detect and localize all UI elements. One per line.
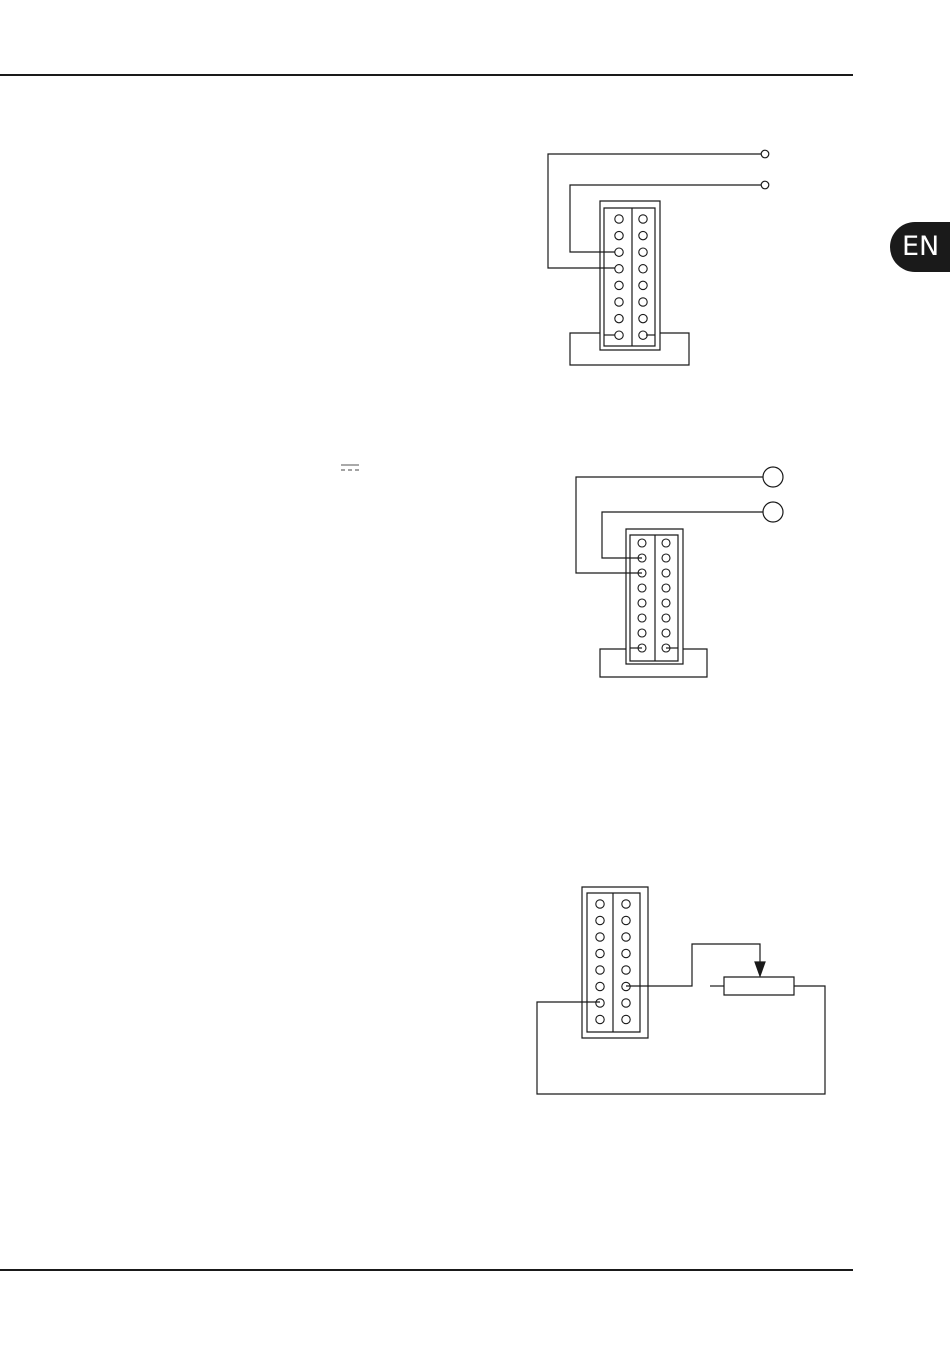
terminal-pin	[639, 248, 647, 256]
terminal-pin	[639, 231, 647, 239]
terminal-wiring-two-contacts	[576, 467, 783, 677]
terminal-pin	[639, 215, 647, 223]
terminal-pin	[639, 331, 647, 339]
contact-terminal-1	[763, 467, 783, 487]
terminal-pin	[596, 933, 604, 941]
terminal-pin	[638, 629, 646, 637]
terminal-pin	[615, 215, 623, 223]
terminal-pin	[639, 281, 647, 289]
wire-2	[570, 185, 761, 252]
terminal-pin	[622, 933, 630, 941]
wire-loop	[537, 986, 825, 1094]
terminal-pin	[638, 584, 646, 592]
wire-terminal-1	[761, 150, 769, 158]
terminal-pin	[662, 569, 670, 577]
terminal-pin	[596, 1015, 604, 1023]
terminal-pin	[622, 949, 630, 957]
terminal-pin	[639, 314, 647, 322]
wiper-arrow	[755, 962, 765, 976]
terminal-pin	[638, 599, 646, 607]
terminal-pin	[662, 584, 670, 592]
terminal-pin	[596, 999, 604, 1007]
terminal-pin	[596, 966, 604, 974]
terminal-wiring-two-wire	[548, 150, 769, 365]
terminal-wiring-potentiometer	[537, 887, 825, 1094]
terminal-pin	[622, 999, 630, 1007]
terminal-pin	[638, 614, 646, 622]
terminal-pin	[596, 949, 604, 957]
terminal-pin	[662, 599, 670, 607]
terminal-pin	[615, 298, 623, 306]
terminal-pin	[622, 900, 630, 908]
terminal-pin	[639, 298, 647, 306]
terminal-pin	[615, 248, 623, 256]
wire-terminal-2	[761, 181, 769, 189]
contact-terminal-2	[763, 502, 783, 522]
terminal-pin	[622, 1015, 630, 1023]
terminal-pin	[615, 281, 623, 289]
terminal-pin	[596, 982, 604, 990]
terminal-pin	[596, 900, 604, 908]
terminal-pin	[615, 331, 623, 339]
terminal-pin	[638, 539, 646, 547]
terminal-pin	[622, 916, 630, 924]
potentiometer-resistor	[724, 977, 794, 995]
terminal-pin	[639, 265, 647, 273]
terminal-pin	[615, 265, 623, 273]
terminal-pin	[662, 539, 670, 547]
terminal-pin	[662, 629, 670, 637]
terminal-pin	[662, 554, 670, 562]
terminal-pin	[615, 314, 623, 322]
terminal-pin	[615, 231, 623, 239]
terminal-block-outer	[600, 201, 660, 350]
terminal-pin	[662, 614, 670, 622]
terminal-block-outer	[582, 887, 648, 1038]
terminal-pin	[622, 966, 630, 974]
terminal-pin	[596, 916, 604, 924]
